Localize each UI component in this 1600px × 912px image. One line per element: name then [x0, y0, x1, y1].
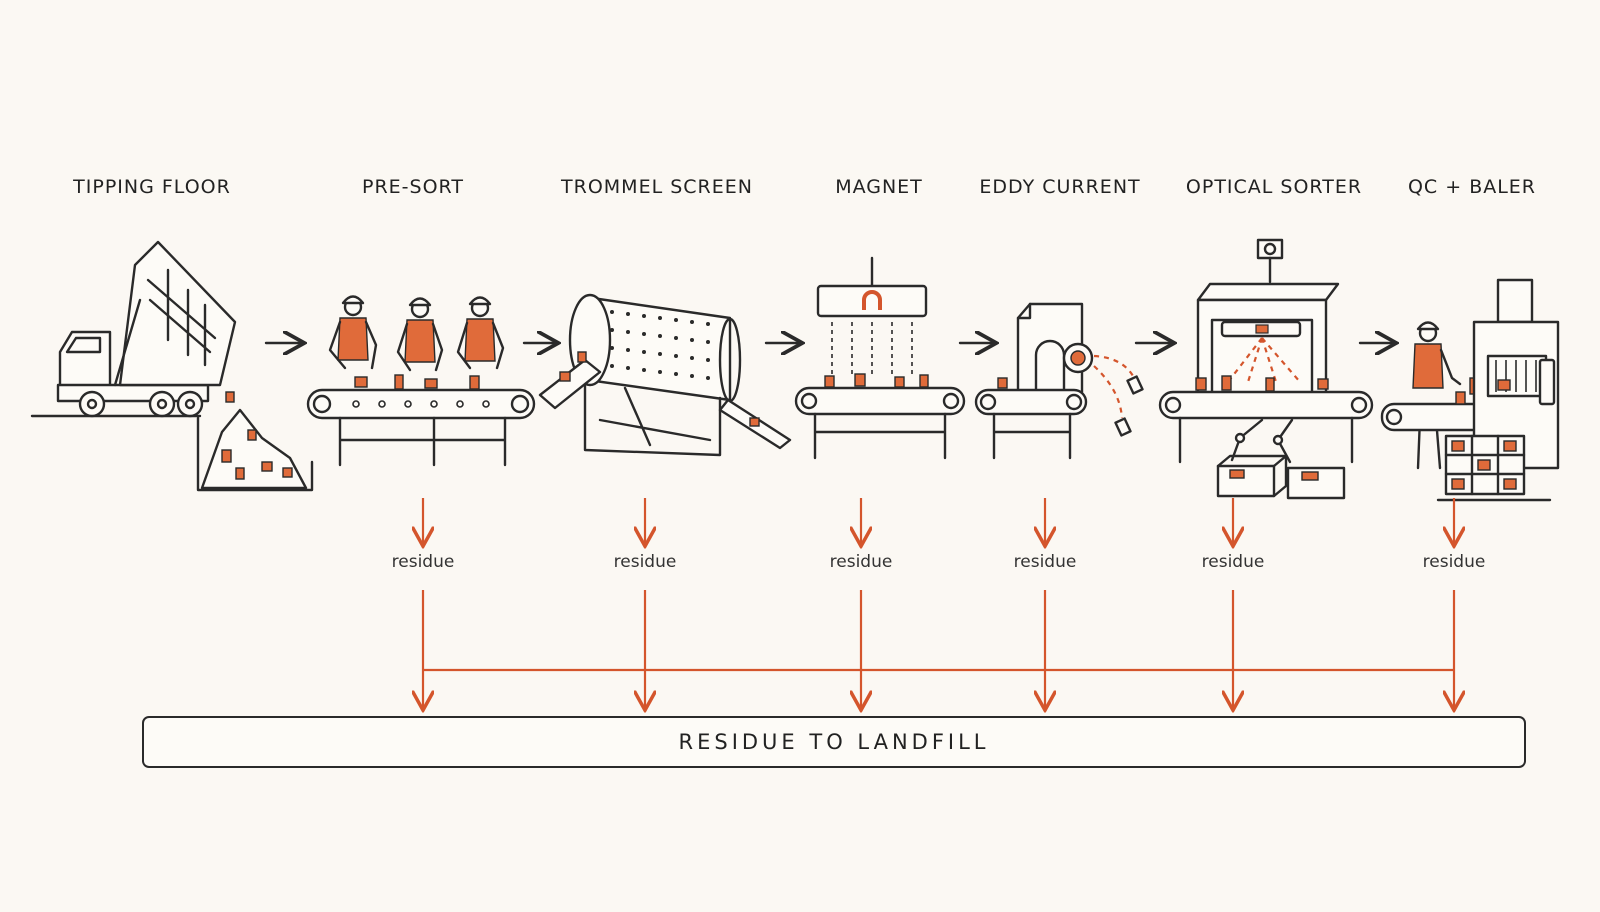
pre-sort-station [306, 295, 536, 467]
residue-label-trommel: residue [613, 552, 677, 572]
robot-arm-icon [1272, 418, 1294, 464]
eddy-current-icon [974, 302, 1144, 460]
bale-icon [1444, 434, 1526, 496]
worker-icon [396, 297, 444, 372]
residue-label-pre-sort: residue [391, 552, 455, 572]
camera-icon [1256, 238, 1284, 284]
residue-label-optical-sorter: residue [1201, 552, 1265, 572]
worker-icon [456, 296, 505, 370]
robot-arm-icon [1230, 418, 1264, 462]
stage-title-qc-baler: QC + BALER [1407, 176, 1537, 198]
stage-title-eddy-current: EDDY CURRENT [979, 176, 1141, 198]
dump-truck-icon [30, 240, 314, 492]
residue-label-magnet: residue [829, 552, 893, 572]
worker-icon [1412, 321, 1462, 470]
trommel-icon [538, 293, 792, 457]
qc-baler-station [1380, 278, 1560, 502]
landfill-box: RESIDUE TO LANDFILL [142, 716, 1526, 768]
stage-title-trommel-screen: TROMMEL SCREEN [561, 176, 753, 198]
optical-sorter-station [1158, 238, 1374, 500]
residue-label-qc-baler: residue [1422, 552, 1486, 572]
stage-title-optical-sorter: OPTICAL SORTER [1185, 176, 1363, 198]
stage-title-pre-sort: PRE-SORT [362, 176, 464, 198]
worker-icon [328, 295, 378, 370]
magnet-icon [794, 256, 966, 460]
residue-flow [423, 498, 1454, 708]
stage-title-magnet: MAGNET [835, 176, 923, 198]
residue-label-eddy-current: residue [1013, 552, 1077, 572]
stage-title-tipping-floor: TIPPING FLOOR [73, 176, 231, 198]
